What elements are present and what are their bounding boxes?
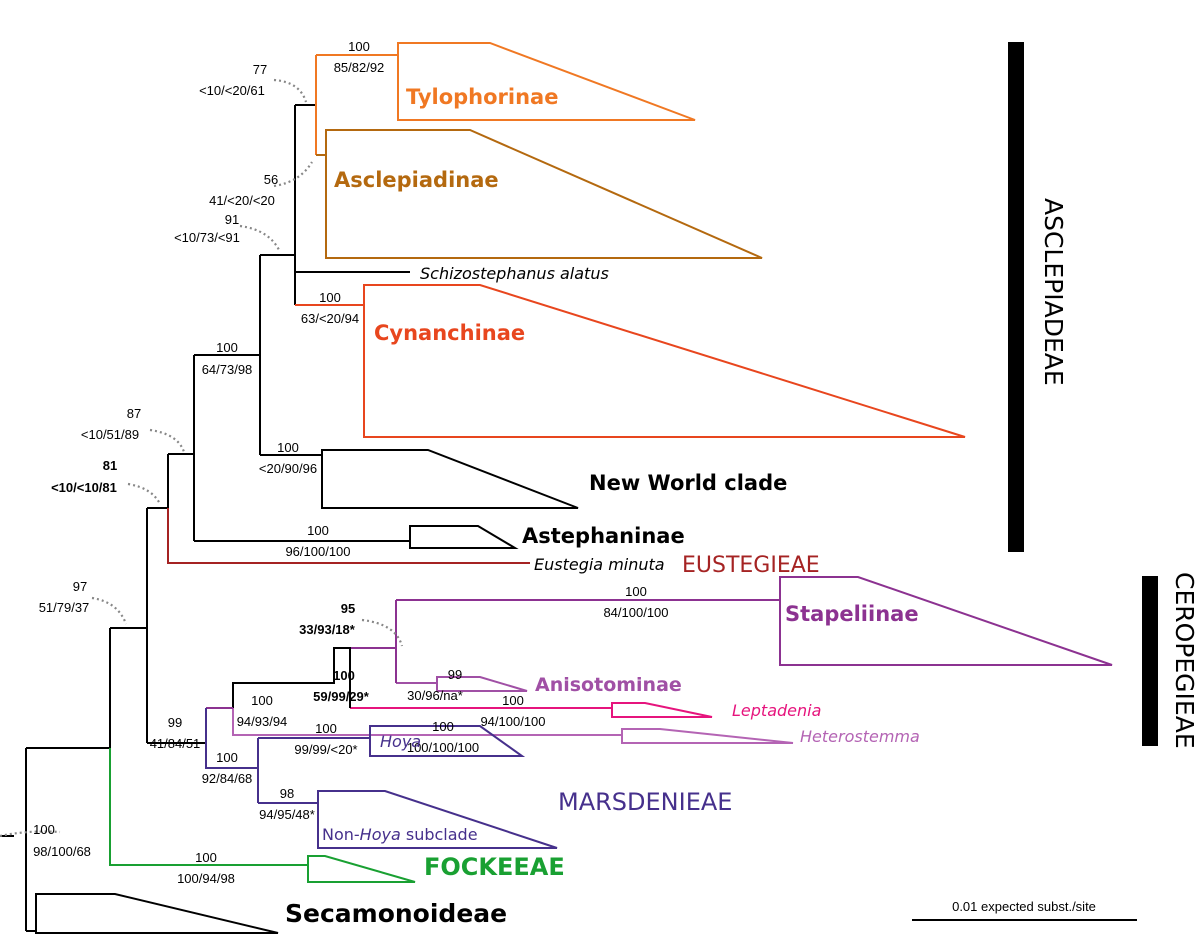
astephaninae-triangle (409, 525, 519, 549)
support-ceropegieae-bottom: 94/93/94 (237, 714, 288, 729)
eustegieae-branch (167, 508, 530, 564)
taxon-label-eustegia: Eustegia minuta (534, 555, 665, 574)
support-newworld-bottom: <20/90/96 (259, 461, 317, 476)
support-anisotominae-top: 99 (448, 667, 462, 682)
support-newworld-top: 100 (277, 440, 299, 455)
support-node91-top: 91 (225, 212, 239, 227)
support-marsdenieae-bottom: 92/84/68 (202, 771, 253, 786)
non-hoya-triangle (317, 790, 558, 849)
support-node77-bottom: <10/<20/61 (199, 83, 265, 98)
hoya-triangle (369, 725, 526, 757)
support-anisotominae-bottom: 30/96/na* (407, 688, 463, 703)
clade-label-astephaninae: Astephaninae (522, 524, 685, 548)
ceropegieae-core-branch (350, 600, 397, 683)
support-cynanchinae-bottom: 63/<20/94 (301, 311, 359, 326)
clade-label-new-world: New World clade (589, 471, 787, 495)
taxon-label-heterostemma: Heterostemma (800, 727, 920, 746)
heterostemma-triangle (621, 728, 794, 744)
support-node91-bottom: <10/73/<91 (174, 230, 240, 245)
clade-label-non-hoya: Non-Hoya subclade (322, 825, 478, 844)
support-ceropegieae-core-top: 100 (333, 668, 355, 683)
support-leptadenia-top: 100 (502, 693, 524, 708)
support-node81-bottom: <10/<10/81 (51, 480, 117, 495)
support-core-bottom: 64/73/98 (202, 362, 253, 377)
ceropegieae-bar (1142, 576, 1158, 746)
clade-label-anisotominae: Anisotominae (535, 674, 682, 696)
support-leptadenia-bottom: 94/100/100 (480, 714, 545, 729)
fockeeae-triangle (307, 855, 416, 883)
support-stapeliinae-bottom: 84/100/100 (603, 605, 668, 620)
support-node56-bottom: 41/<20/<20 (209, 193, 275, 208)
new-world-triangle (321, 449, 579, 509)
taxon-label-leptadenia: Leptadenia (732, 701, 821, 720)
support-nonhoya-top: 98 (280, 786, 294, 801)
support-leaders (0, 78, 404, 838)
support-fockeeae-top: 100 (195, 850, 217, 865)
support-core-top: 100 (216, 340, 238, 355)
support-heterostemma-bottom: 100/100/100 (407, 740, 479, 755)
leptadenia-triangle (611, 702, 713, 718)
support-astephaninae-bottom: 96/100/100 (285, 544, 350, 559)
support-node97-bottom: 51/79/37 (39, 600, 90, 615)
support-root-bottom: 98/100/68 (33, 844, 91, 859)
support-node95-bottom: 33/93/18* (299, 622, 356, 637)
stapeliinae-triangle (779, 576, 1113, 666)
asclepiadeae-bar (1008, 42, 1024, 552)
support-node87-top: 87 (127, 406, 141, 421)
support-node87-bottom: <10/51/89 (81, 427, 139, 442)
tylophorinae-triangle (397, 42, 696, 121)
clade-label-cynanchinae: Cynanchinae (374, 321, 525, 345)
support-nonhoya-bottom: 94/95/48* (259, 807, 315, 822)
taxon-label-hoya: Hoya (380, 732, 421, 751)
support-marsdenieae-top: 100 (216, 750, 238, 765)
support-node77-top: 77 (253, 62, 267, 77)
support-node99-bottom: 41/84/51 (150, 736, 201, 751)
support-hoya-top: 100 (315, 721, 337, 736)
taxon-label-schizostephanus: Schizostephanus alatus (420, 264, 609, 283)
anisotominae-triangle (436, 676, 528, 692)
clade-label-tylophorinae: Tylophorinae (406, 85, 558, 109)
asclepiadinae-triangle (325, 129, 763, 259)
fockeeae-branch (109, 748, 308, 866)
support-ceropegieae-core-bottom: 59/99/29* (313, 689, 370, 704)
backbone-branches (0, 104, 410, 932)
tribe-label-ceropegieae: CEROPEGIEAE (1170, 572, 1199, 749)
support-heterostemma-top: 100 (432, 719, 454, 734)
non-hoya-genus: Hoya (360, 825, 401, 844)
support-node97-top: 97 (73, 579, 87, 594)
support-ceropegieae-top: 100 (251, 693, 273, 708)
tribe-label-asclepiadeae: ASCLEPIADEAE (1039, 198, 1068, 386)
clade-label-stapeliinae: Stapeliinae (785, 602, 919, 626)
tylophorinae-branch (315, 54, 398, 155)
support-values: 100 85/82/92 77 <10/<20/61 56 41/<20/<20… (33, 39, 668, 886)
support-fockeeae-bottom: 100/94/98 (177, 871, 235, 886)
support-node56-top: 56 (264, 172, 278, 187)
tribe-label-fockeeae: FOCKEEAE (424, 853, 565, 881)
support-node95-top: 95 (341, 601, 355, 616)
support-tylophorinae-bottom: 85/82/92 (334, 60, 385, 75)
support-astephaninae-top: 100 (307, 523, 329, 538)
support-stapeliinae-top: 100 (625, 584, 647, 599)
non-hoya-prefix: Non- (322, 825, 360, 844)
support-cynanchinae-top: 100 (319, 290, 341, 305)
tribe-label-eustegieae: EUSTEGIEAE (682, 553, 820, 578)
support-node99-top: 99 (168, 715, 182, 730)
secamonoideae-triangle (35, 893, 279, 934)
support-hoya-bottom: 99/99/<20* (294, 742, 357, 757)
ceropegieae-stem-branch (232, 647, 351, 708)
clade-label-secamonoideae: Secamonoideae (285, 899, 507, 928)
support-tylophorinae-top: 100 (348, 39, 370, 54)
support-root-top: 100 (33, 822, 55, 837)
support-node81-top: 81 (103, 458, 117, 473)
cynanchinae-triangle (363, 284, 966, 438)
tribe-label-marsdenieae: MARSDENIEAE (558, 788, 732, 816)
non-hoya-suffix: subclade (401, 825, 478, 844)
marsdenieae-branches (205, 708, 370, 804)
clade-label-asclepiadinae: Asclepiadinae (334, 168, 499, 192)
heterostemma-branch (232, 708, 622, 736)
scale-bar-label: 0.01 expected subst./site (952, 899, 1096, 914)
